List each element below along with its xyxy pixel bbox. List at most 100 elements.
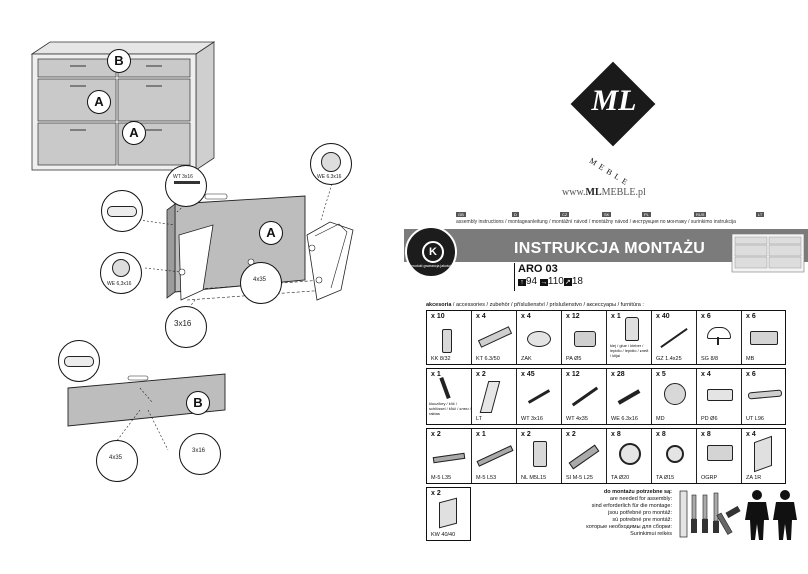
- callout-we63x16-left: WE 6,3x16: [100, 252, 142, 294]
- needed-line: sú potrebné pre montáž:: [612, 517, 672, 523]
- left-page: B A A A WT 3x16 WE 6.3x16: [30, 41, 354, 482]
- needed-line: are needed for assembly:: [609, 496, 672, 502]
- four-x35-bottom-label: 4x35: [109, 455, 123, 461]
- drawer-b-assembly: [67, 373, 226, 451]
- dowel-icon: [442, 329, 452, 353]
- ruler-icon: [679, 490, 688, 538]
- width-arrow-icon: →: [539, 279, 548, 286]
- dim-height: 94: [526, 276, 538, 287]
- angle-bracket-icon: [439, 497, 457, 529]
- hammer-icon: [716, 505, 741, 535]
- hinge-icon: [754, 435, 772, 473]
- glide-stem-icon: [717, 337, 719, 345]
- part-code: KK 8/32: [431, 356, 451, 362]
- callout-wt3x16-top: WT 3x16: [165, 165, 207, 207]
- part-zak: x 4 ZAK: [517, 311, 562, 364]
- part-wt435: x 12 WT 4x35: [562, 369, 607, 424]
- glide-icon: [707, 327, 731, 339]
- accessories-row-2: x 1 klucz/key / klíč / schlüssel / kľúč …: [426, 368, 786, 425]
- accessories-bold: akcesoria: [426, 302, 452, 308]
- part-qty: x 2: [431, 490, 441, 497]
- two-person-icon: [745, 490, 797, 540]
- cabinet-label-a-lower: A: [122, 121, 146, 145]
- glue-bottle-icon: [625, 317, 639, 341]
- panel-a-label: A: [259, 221, 283, 245]
- screw-icon: [527, 389, 551, 404]
- url-prefix: www.: [562, 187, 586, 198]
- part-qty: x 28: [611, 371, 625, 378]
- part-code: SG 8/8: [701, 356, 719, 362]
- brand-logo: ML MEBLE: [569, 60, 659, 189]
- needed-line: которые необходимы для сборки:: [586, 524, 672, 530]
- part-code: PA Ø5: [566, 356, 582, 362]
- part-qty: x 5: [656, 371, 666, 378]
- nail-icon: [660, 328, 688, 348]
- language-tags: GB D CZ SK PL RUS LT: [456, 212, 765, 218]
- url-bold: ML: [585, 187, 602, 198]
- part-ogrp: x 8 OGRP: [697, 429, 742, 483]
- we63x16-left-label: WE 6,3x16: [107, 281, 132, 287]
- right-page: ML MEBLE www.MLMEBLE.pl GB D CZ SK PL RU…: [404, 0, 808, 574]
- part-qty: x 2: [566, 431, 576, 438]
- part-glue: x 1 klej / glue / kleber / lepidlo / lep…: [607, 311, 652, 364]
- callout-we63x16-top-right: WE 6.3x16: [310, 143, 352, 185]
- screwdriver-icon: [702, 494, 708, 533]
- cabinet-label-b: B: [107, 49, 131, 73]
- stopper-icon: [707, 445, 733, 461]
- part-qty: x 45: [521, 371, 535, 378]
- part-code: WT 3x16: [521, 416, 543, 422]
- part-qty: x 10: [431, 313, 445, 320]
- cam-lock-icon: [664, 383, 686, 405]
- part-ta15: x 8 TA Ø15: [652, 429, 697, 483]
- lang-tag: SK: [602, 212, 612, 217]
- drill-icon: [713, 492, 719, 533]
- part-code: MB: [746, 356, 755, 362]
- accessories-rest: / accessories / zubehör / příslušenství …: [451, 302, 644, 308]
- part-code: SI M-5 L25: [566, 475, 593, 481]
- part-key: x 1 klucz/key / klíč / schlüssel / kľúč …: [427, 369, 472, 424]
- part-pa5: x 12 PA Ø5: [562, 311, 607, 364]
- nut-icon: [533, 441, 547, 467]
- wt3x16-top-label: WT 3x16: [173, 174, 193, 180]
- part-qty: x 4: [521, 313, 531, 320]
- needed-line: sind erforderlich für die montage:: [591, 503, 672, 509]
- part-qty: x 12: [566, 371, 580, 378]
- part-code: ZAK: [521, 356, 532, 362]
- part-qty: x 4: [476, 313, 486, 320]
- part-kk832: x 10 KK 8/32: [427, 311, 472, 364]
- language-line: assembly instructions / montageanleitung…: [456, 219, 736, 225]
- part-code: TA Ø20: [611, 475, 630, 481]
- part-qty: x 1: [611, 313, 621, 320]
- accessories-header: akcesoria / accessories / zubehör / přís…: [426, 302, 644, 308]
- callout-4x35-bottom: 4x35: [96, 440, 138, 482]
- bolt-icon: [432, 452, 466, 464]
- part-mb: x 6 MB: [742, 311, 787, 364]
- handle-icon: [747, 389, 783, 400]
- part-qty: x 1: [476, 431, 486, 438]
- part-code: WE 6.3x16: [611, 416, 638, 422]
- dim-width: 110: [547, 276, 564, 287]
- part-code: MD: [656, 416, 665, 422]
- callout-3x16-bottom: 3x16: [179, 433, 221, 475]
- part-code: OGRP: [701, 475, 718, 481]
- screw-icon: [568, 444, 600, 470]
- part-ta20: x 8 TA Ø20: [607, 429, 652, 483]
- panel-b-label: B: [186, 391, 210, 415]
- part-md: x 5 MD: [652, 369, 697, 424]
- brand-url: www.MLMEBLE.pl: [562, 187, 646, 198]
- accessories-row-1: x 10 KK 8/32 x 4 KT 6.3/50 x 4 ZAK x 12 …: [426, 310, 786, 365]
- three-x16-bottom-label: 3x16: [192, 448, 206, 454]
- logo-ml-text: ML: [591, 84, 637, 117]
- part-qty: x 8: [656, 431, 666, 438]
- part-code: NL M5L15: [521, 475, 547, 481]
- rail-icon: [479, 381, 501, 413]
- part-sg88: x 6 SG 8/8: [697, 311, 742, 364]
- part-code: M-5 L53: [476, 475, 497, 481]
- part-m5l35: x 2 M-5 L35: [427, 429, 472, 483]
- callout-4x35-mid: 4x35: [240, 262, 282, 304]
- cabinet-label-a-upper: A: [87, 90, 111, 114]
- part-qty: x 2: [431, 431, 441, 438]
- dim-depth: 18: [571, 276, 583, 287]
- part-za1r: x 4 ZA 1R: [742, 429, 787, 483]
- accessories-row-3: x 2 M-5 L35 x 1 M-5 L53 x 2 NL M5L15 x 2…: [426, 428, 786, 484]
